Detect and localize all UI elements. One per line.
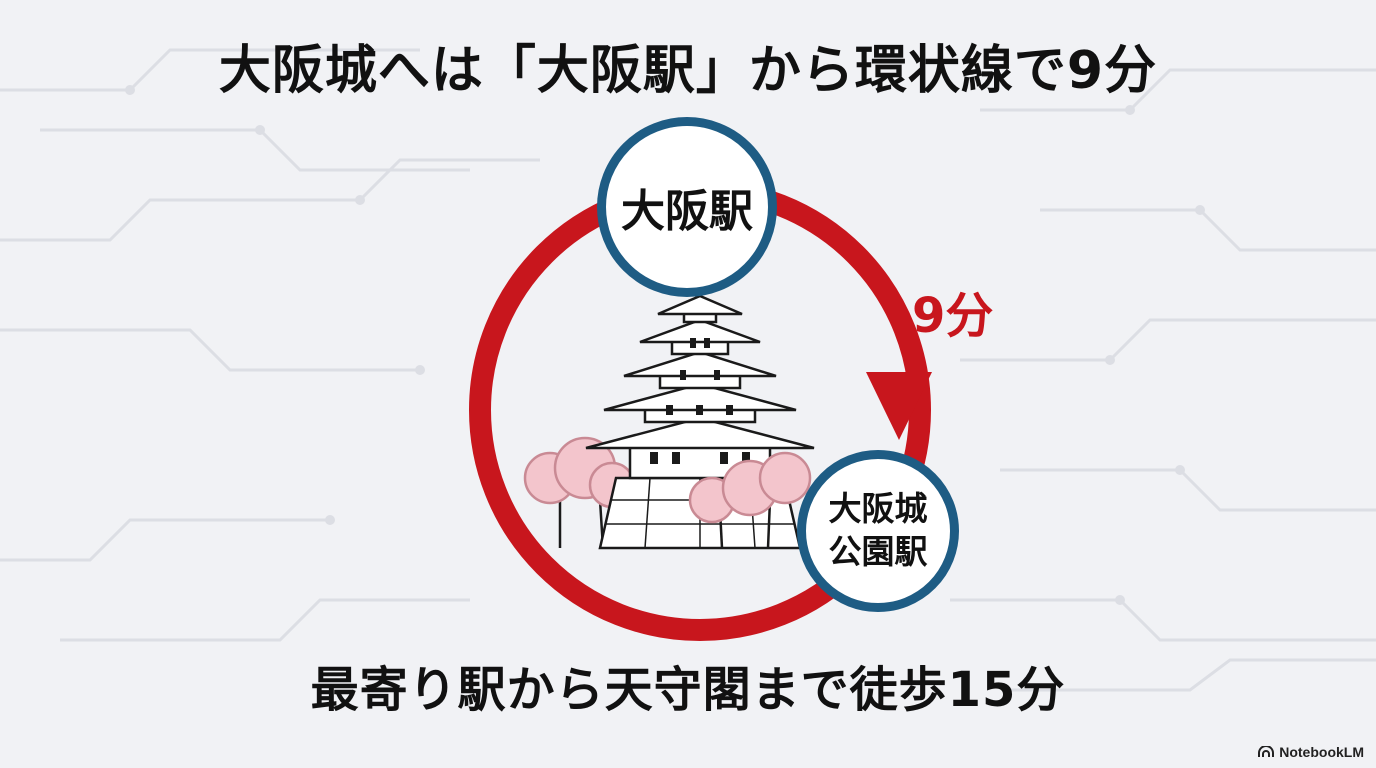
origin-station-label: 大阪駅 xyxy=(621,186,753,237)
origin-station-node: 大阪駅 xyxy=(597,117,777,297)
destination-station-label-line1: 大阪城 xyxy=(828,489,928,529)
notebooklm-watermark: NotebookLM xyxy=(1258,744,1364,760)
sakura-tree-right xyxy=(688,451,812,549)
travel-time-label: 9分 xyxy=(912,288,994,344)
destination-station-node: 大阪城 公園駅 xyxy=(797,450,959,612)
direction-arrow xyxy=(866,372,932,440)
notebooklm-logo-icon xyxy=(1258,746,1275,757)
walking-time-caption: 最寄り駅から天守閣まで徒歩15分 xyxy=(310,662,1066,718)
brand-name: NotebookLM xyxy=(1279,744,1364,760)
destination-station-label-line2: 公園駅 xyxy=(828,532,928,571)
osaka-castle-illustration xyxy=(523,294,815,550)
page-title: 大阪城へは「大阪駅」から環状線で9分 xyxy=(218,41,1158,101)
